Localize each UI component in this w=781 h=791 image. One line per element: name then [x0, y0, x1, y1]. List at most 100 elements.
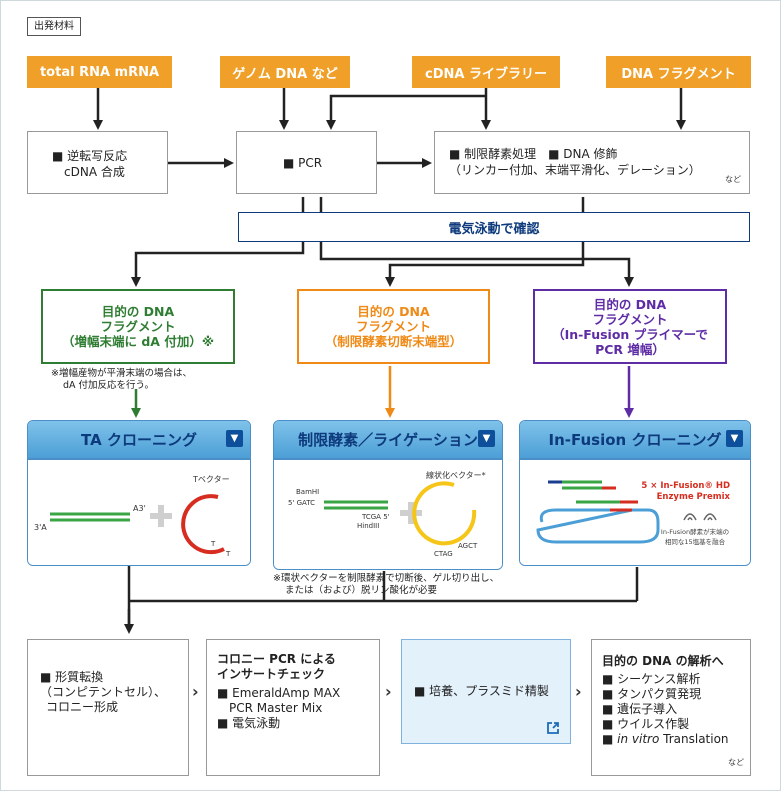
plus-icon: [400, 502, 422, 524]
source-dna-fragment: DNA フラグメント: [606, 56, 751, 88]
ta-illustration: A3' 3'A Tベクター T T: [34, 475, 231, 558]
rt-line2: cDNA 合成: [64, 165, 125, 179]
fragment-restriction-line2: フラグメント: [355, 319, 431, 334]
chevron-down-icon[interactable]: ▼: [726, 430, 743, 447]
infusion-desc-line1: In-Fusion酵素が末端の: [661, 527, 729, 536]
analysis-title: 目的の DNA の解析へ: [602, 654, 724, 668]
hindiii-label: HindIII: [357, 522, 379, 530]
analysis-nado: など: [728, 758, 744, 767]
source-total-rna: total RNA mRNA: [27, 56, 172, 88]
linear-vector-ring: [412, 481, 477, 546]
mod-line1: ■ 制限酵素処理 ■ DNA 修飾: [449, 147, 618, 161]
gatc-label: 5' GATC: [288, 499, 315, 507]
ligation-illustration: BamHI 5' GATC TCGA 5' HindIII 線状化ベクター* C…: [288, 470, 486, 558]
panel-ta-header[interactable]: TA クローニング ▼: [28, 421, 250, 458]
arrow-cdna-pcr: [326, 94, 486, 130]
colony-item1-cont: PCR Master Mix: [229, 701, 323, 715]
mod-nado: など: [725, 175, 741, 184]
external-link-icon[interactable]: [546, 721, 560, 735]
fragment-restriction-line3: （制限酵素切断末端型）: [324, 334, 463, 349]
fragment-infusion-line3: （In-Fusion プライマーで: [552, 326, 708, 342]
analysis-item3: ■ 遺伝子導入: [602, 702, 678, 716]
fragment-infusion-line2: フラグメント: [592, 311, 668, 327]
linear-vector-label: 線状化ベクター*: [426, 470, 486, 480]
tcga-label: TCGA 5': [361, 513, 390, 521]
fragment-ta-line1: 目的の DNA: [101, 304, 175, 319]
colony-title-line2: インサートチェック: [217, 667, 326, 681]
ta-t2: T: [225, 550, 231, 558]
panel-ligation-title: 制限酵素／ライゲーション: [298, 431, 478, 449]
chevron-down-icon[interactable]: ▼: [226, 430, 243, 447]
in-vitro-italic: in vitro: [617, 732, 660, 746]
step-colony-pcr: コロニー PCR による インサートチェック ■ EmeraldAmp MAX …: [206, 639, 380, 776]
analysis-item1: ■ シーケンス解析: [602, 672, 701, 686]
premix-line2: Enzyme Premix: [657, 492, 731, 502]
source-genome-dna: ゲノム DNA など: [220, 56, 350, 88]
modification-box: ■ 制限酵素処理 ■ DNA 修飾 （リンカー付加、末端平滑化、デレーション） …: [434, 131, 750, 194]
fragment-infusion-line4: PCR 増幅）: [595, 341, 665, 357]
panel-ta-title: TA クローニング: [81, 431, 197, 449]
colony-item2: ■ 電気泳動: [217, 716, 281, 730]
analysis-item4: ■ ウイルス作製: [602, 717, 690, 731]
pcr-box: ■ PCR: [236, 131, 377, 194]
enzyme-icon: [683, 513, 697, 521]
panel-ta-cloning[interactable]: TA クローニング ▼ A3' 3'A Tベクター T T: [27, 420, 251, 566]
panel-ligation-header[interactable]: 制限酵素／ライゲーション ▼: [274, 421, 502, 458]
premix-line1: 5 × In-Fusion® HD: [641, 481, 730, 491]
transform-line3: コロニー形成: [46, 700, 119, 714]
translation-text: Translation: [659, 732, 729, 746]
ta-t1: T: [210, 540, 216, 548]
vector-note-line1: ※環状ベクターを制限酵素で切断後、ゲル切り出し、: [273, 573, 500, 584]
infusion-desc-line2: 相同な15塩基を融合: [665, 537, 726, 546]
ta-a3-label: A3': [133, 504, 146, 513]
agct-label: AGCT: [458, 542, 478, 550]
chevron-right-icon: ›: [575, 682, 582, 701]
source-cdna-library: cDNA ライブラリー: [412, 56, 560, 88]
plus-icon: [150, 505, 172, 527]
panel-infusion-body: 5 × In-Fusion® HD Enzyme Premix In-Fusio…: [520, 458, 750, 565]
source-label: 出発材料: [27, 17, 81, 36]
panel-infusion[interactable]: In-Fusion クローニング ▼ 5 × In-Fusion® HD Enz…: [519, 420, 751, 566]
infusion-vector-ring: [536, 508, 660, 544]
t-vector-ring: [181, 494, 225, 555]
fragment-ta: 目的の DNA フラグメント （増幅末端に dA 付加）※: [41, 289, 235, 364]
chevron-down-icon[interactable]: ▼: [478, 430, 495, 447]
ta-vector-label: Tベクター: [192, 475, 230, 484]
bamhi-label: BamHI: [296, 488, 319, 496]
panel-ligation-body: BamHI 5' GATC TCGA 5' HindIII 線状化ベクター* C…: [274, 458, 502, 569]
panel-ligation[interactable]: 制限酵素／ライゲーション ▼ BamHI 5' GATC TCGA 5' Hin…: [273, 420, 503, 570]
panel-ta-body: A3' 3'A Tベクター T T: [28, 458, 250, 565]
ta-note-line2: dA 付加反応を行う。: [63, 380, 154, 391]
mod-line2: （リンカー付加、末端平滑化、デレーション）: [449, 163, 701, 177]
vector-note: ※環状ベクターを制限酵素で切断後、ゲル切り出し、 または（および）脱リン酸化が必…: [273, 573, 499, 597]
pcr-label: ■ PCR: [283, 156, 323, 170]
enzyme-icon: [703, 513, 717, 521]
chevron-right-icon: ›: [385, 682, 392, 701]
electrophoresis-bar: 電気泳動で確認: [238, 212, 750, 242]
rt-box: ■ 逆転写反応 cDNA 合成: [27, 131, 168, 194]
colony-item1: ■ EmeraldAmp MAX: [217, 686, 341, 700]
fragment-infusion-line1: 目的の DNA: [593, 296, 667, 312]
culture-label: ■ 培養、プラスミド精製: [414, 684, 549, 698]
step-transformation: ■ 形質転換 （コンピテントセル）、 コロニー形成: [27, 639, 189, 776]
transform-line1: ■ 形質転換: [40, 670, 104, 684]
fragment-infusion: 目的の DNA フラグメント （In-Fusion プライマーで PCR 増幅）: [533, 289, 727, 364]
chevron-right-icon: ›: [192, 682, 199, 701]
vector-note-line2: または（および）脱リン酸化が必要: [285, 585, 438, 596]
fragment-restriction: 目的の DNA フラグメント （制限酵素切断末端型）: [297, 289, 490, 364]
ta-note-line1: ※増幅産物が平滑末端の場合は、: [51, 368, 192, 379]
panel-infusion-title: In-Fusion クローニング: [548, 431, 722, 449]
fragment-ta-line2: フラグメント: [100, 319, 176, 334]
step-culture[interactable]: ■ 培養、プラスミド精製: [401, 639, 571, 744]
ta-note: ※増幅産物が平滑末端の場合は、 dA 付加反応を行う。: [51, 368, 192, 392]
panel-infusion-header[interactable]: In-Fusion クローニング ▼: [520, 421, 750, 458]
analysis-item5: ■ in vitro Translation: [602, 732, 729, 746]
ctag-label: CTAG: [434, 550, 453, 558]
infusion-illustration: 5 × In-Fusion® HD Enzyme Premix In-Fusio…: [536, 480, 731, 546]
step-analysis: 目的の DNA の解析へ ■ シーケンス解析 ■ タンパク質発現 ■ 遺伝子導入…: [591, 639, 751, 776]
fragment-ta-line3: （増幅末端に dA 付加）※: [62, 334, 214, 349]
ta-3a-label: 3'A: [34, 523, 47, 532]
fragment-restriction-line1: 目的の DNA: [357, 304, 430, 319]
